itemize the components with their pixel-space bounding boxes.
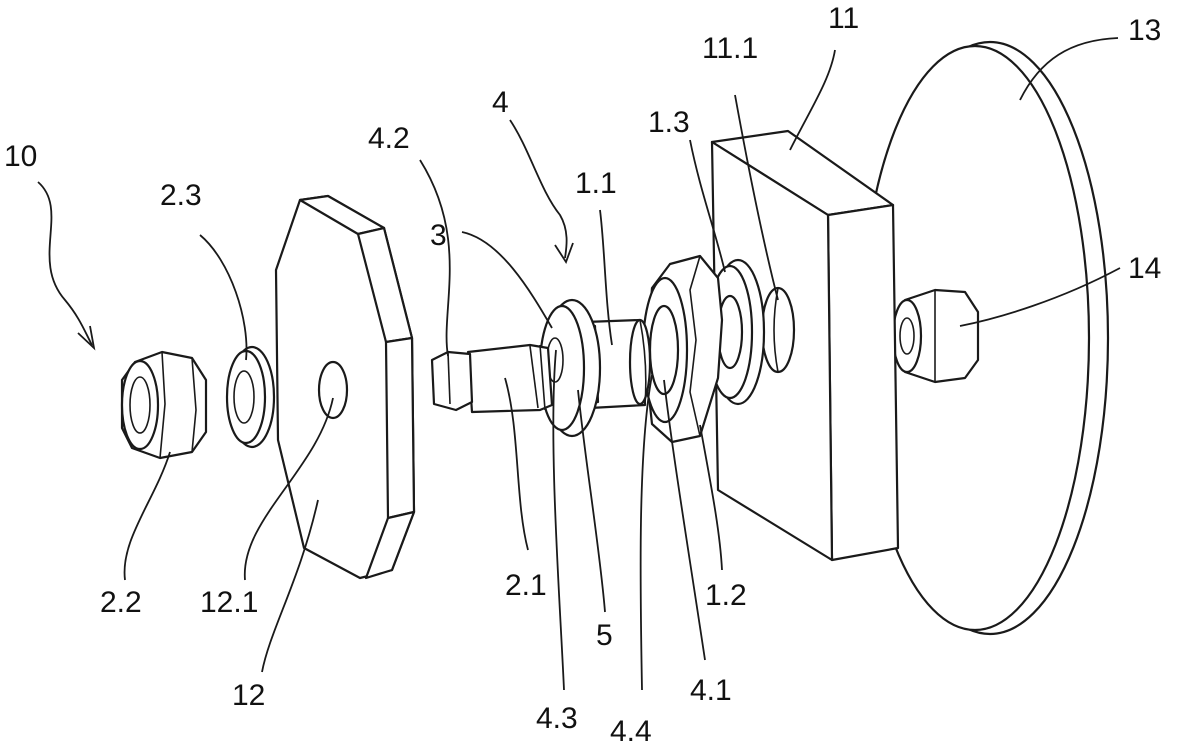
leader-lines: [37, 37, 1121, 691]
label-3: 3: [430, 219, 447, 252]
label-12-1: 12.1: [200, 586, 258, 619]
nut-1-2: [641, 254, 724, 444]
label-1-1: 1.1: [575, 167, 617, 200]
label-1-2: 1.2: [705, 579, 747, 612]
label-4-4: 4.4: [610, 715, 652, 748]
label-4: 4: [492, 86, 509, 119]
label-4-2: 4.2: [368, 122, 410, 155]
label-4-3: 4.3: [536, 702, 578, 735]
reference-numerals: 10 2.3 2.2 12.1 12 4.2 3 4 1.1 1.3 11.1 …: [4, 2, 1161, 748]
square-tip-4-2: [430, 350, 474, 412]
label-12: 12: [232, 679, 265, 712]
washer-2-3: [225, 345, 276, 449]
label-11: 11: [828, 2, 859, 35]
label-2-1: 2.1: [505, 569, 547, 602]
label-11-1: 11.1: [702, 32, 758, 65]
label-14: 14: [1128, 252, 1161, 285]
bore-11-1: [760, 286, 796, 374]
stud-2-1: [466, 343, 554, 414]
label-1-3: 1.3: [648, 106, 690, 139]
label-13: 13: [1128, 14, 1161, 47]
plate-12: [274, 194, 416, 580]
label-4-1: 4.1: [690, 674, 732, 707]
label-2-3: 2.3: [160, 179, 202, 212]
nut-2-2: [120, 350, 208, 460]
nut-14: [891, 288, 980, 384]
label-2-2: 2.2: [100, 586, 142, 619]
label-10: 10: [4, 140, 37, 173]
label-5: 5: [596, 619, 613, 652]
